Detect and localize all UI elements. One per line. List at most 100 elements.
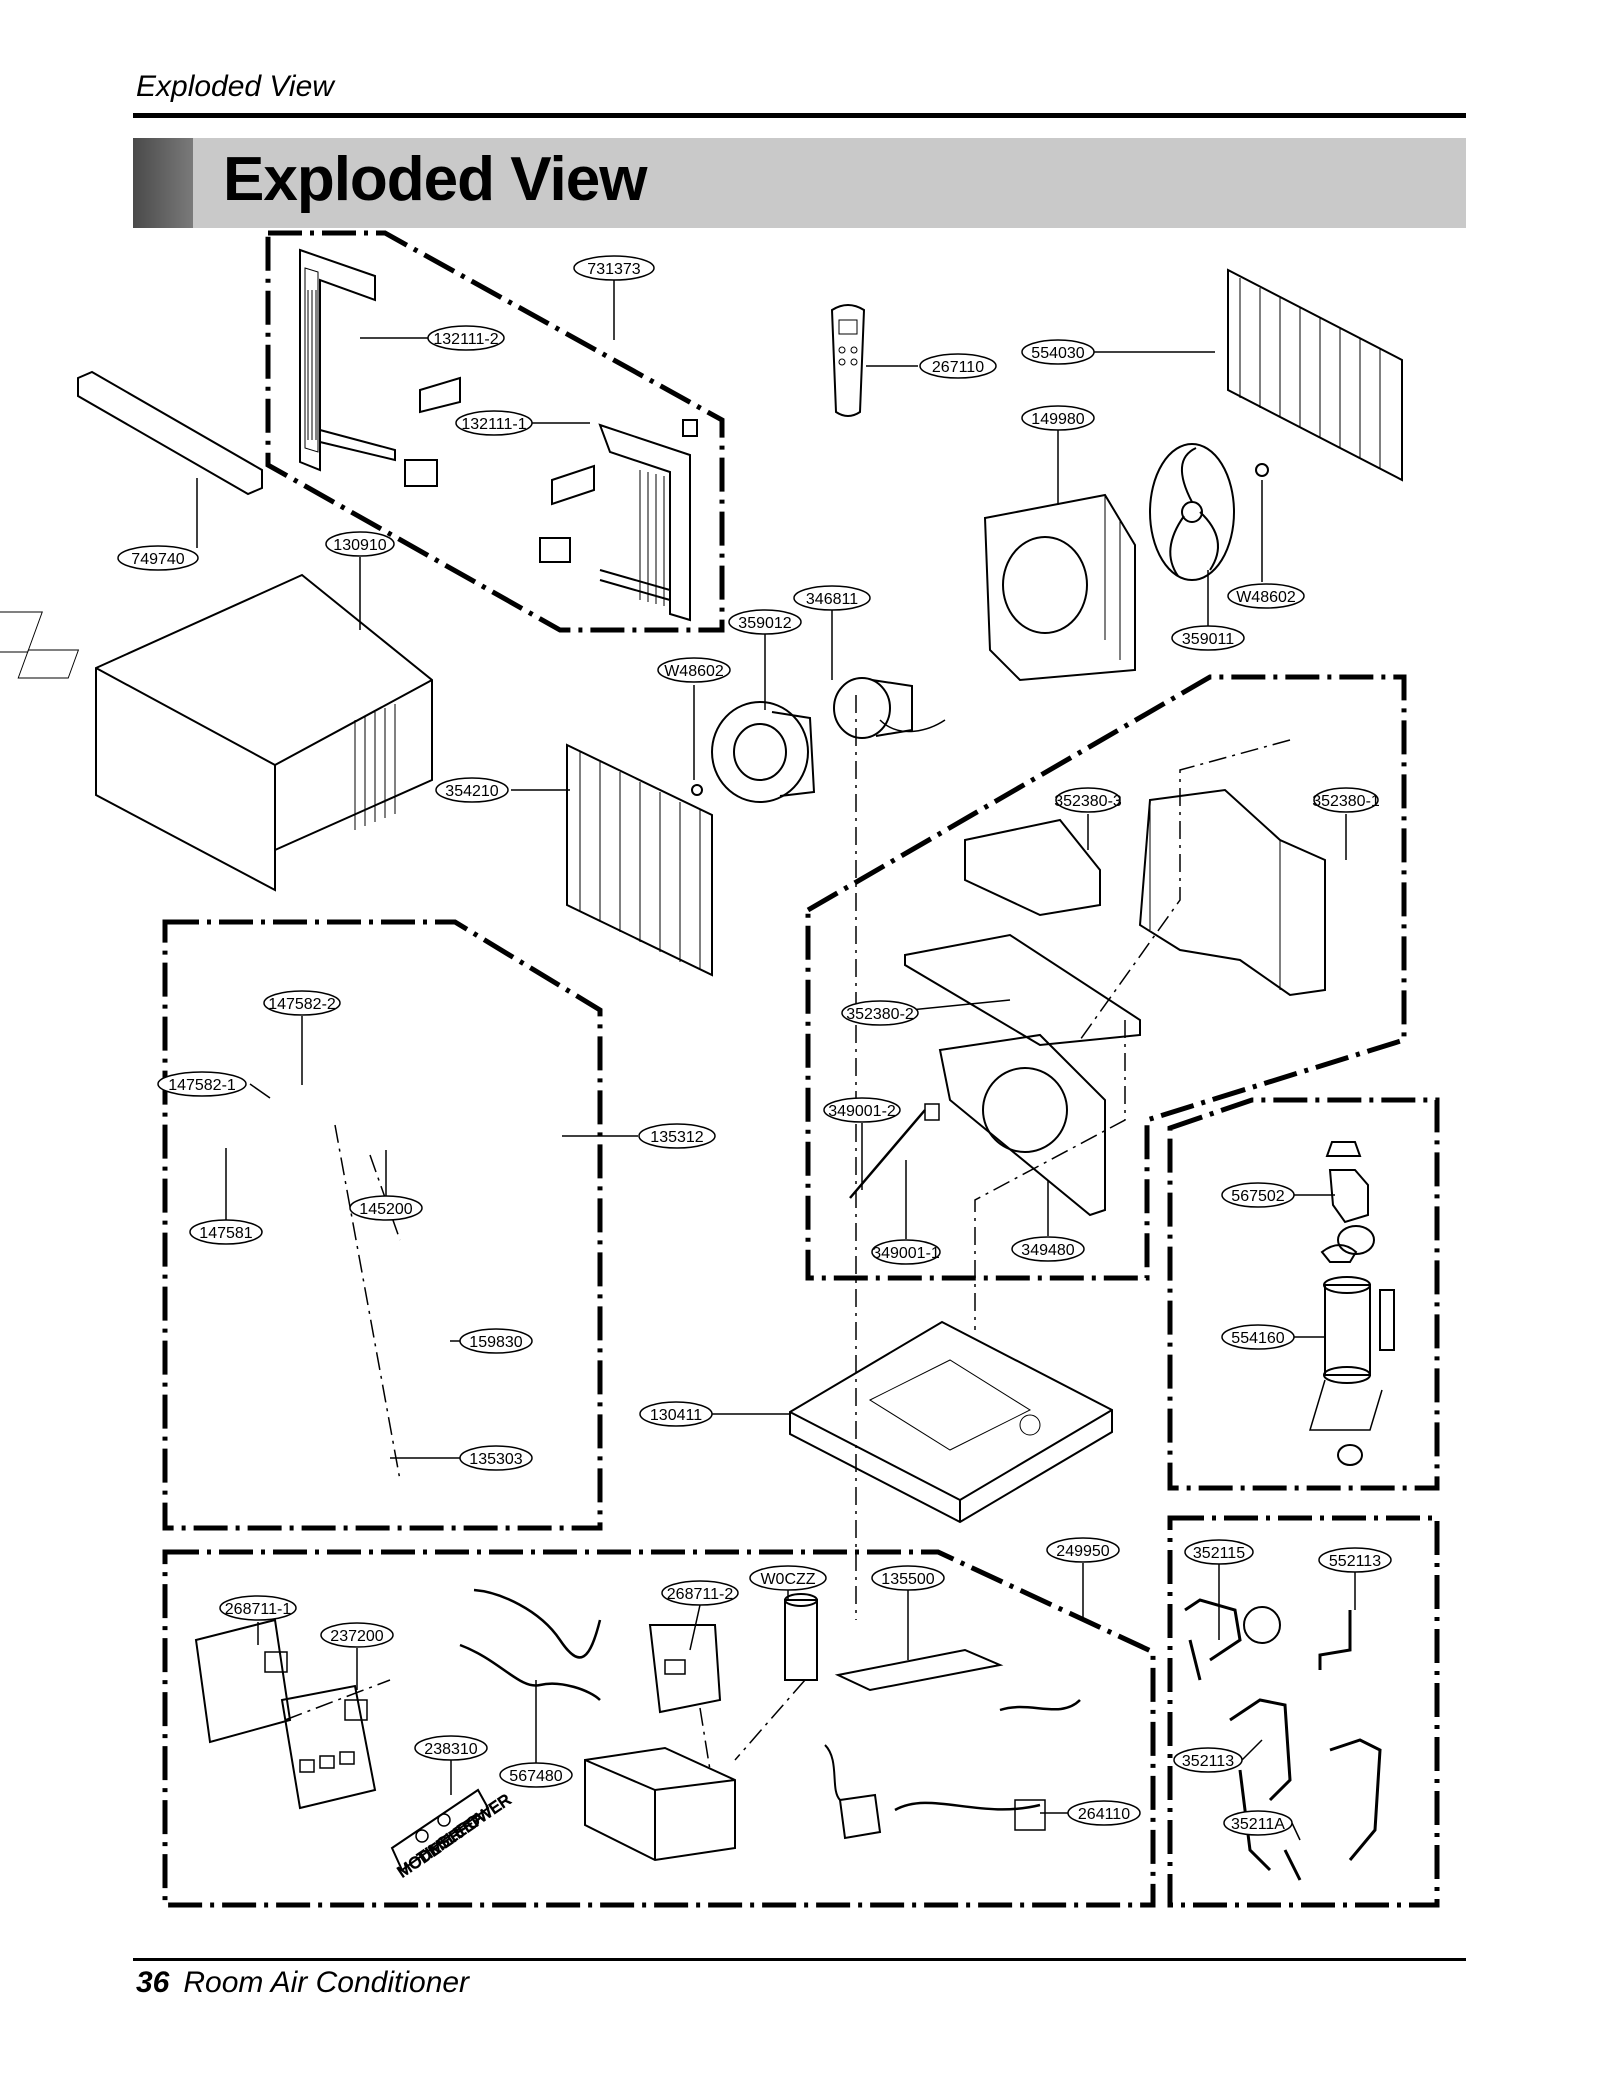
callout-oval: [638, 1123, 716, 1149]
part-number-label: 149980: [1031, 411, 1084, 428]
part-callout: 130910: [325, 531, 395, 557]
part-callout: W48602: [1227, 583, 1305, 609]
part-callout: 268711-2: [661, 1580, 739, 1606]
callout-oval: [435, 777, 509, 803]
part-number-label: 731373: [587, 261, 640, 278]
callout-oval: [459, 1445, 533, 1471]
callout-oval: [661, 1580, 739, 1606]
part-number-label: 352380-3: [1054, 793, 1122, 810]
part-callout: 149980: [1021, 405, 1095, 431]
running-header: Exploded View: [136, 70, 334, 103]
callout-oval: [573, 255, 655, 281]
part-number-label: 147582-2: [268, 996, 336, 1013]
part-number-label: 567502: [1231, 1188, 1284, 1205]
callout-oval: [1313, 787, 1379, 813]
part-callout: 352380-3: [1054, 787, 1122, 813]
part-callout: 237200: [320, 1622, 394, 1648]
callout-oval: [414, 1735, 488, 1761]
part-callout: 249950: [1046, 1537, 1120, 1563]
part-number-label: 238310: [424, 1741, 477, 1758]
part-callout: 132111-1: [455, 410, 533, 436]
callout-oval: [499, 1762, 573, 1788]
part-callout: 567502: [1221, 1182, 1295, 1208]
part-callout: 147581: [189, 1219, 263, 1245]
part-number-label: 135312: [650, 1129, 703, 1146]
part-number-label: 249950: [1056, 1543, 1109, 1560]
title-band: Exploded View: [133, 138, 1466, 228]
part-callout: 159830: [459, 1328, 533, 1354]
part-callout: W0CZZ: [749, 1565, 827, 1591]
part-number-label: 567480: [509, 1768, 562, 1785]
part-callout: 554030: [1021, 339, 1095, 365]
part-number-label: 354210: [445, 783, 498, 800]
part-number-label: 35211A: [1231, 1816, 1285, 1833]
part-number-label: 159830: [469, 1334, 522, 1351]
callout-oval: [320, 1622, 394, 1648]
part-number-label: 130411: [650, 1407, 702, 1424]
header-rule: [133, 113, 1466, 118]
part-number-label: 359011: [1182, 631, 1234, 648]
part-callout: 359012: [728, 609, 802, 635]
callout-oval: [325, 531, 395, 557]
callout-oval: [639, 1401, 713, 1427]
part-callout: 267110: [919, 353, 997, 379]
part-callout: 349480: [1011, 1236, 1085, 1262]
part-callout: 554160: [1221, 1324, 1295, 1350]
part-number-label: 267110: [932, 359, 984, 376]
part-number-label: 135500: [881, 1571, 934, 1588]
part-callout: 349001-2: [823, 1097, 901, 1123]
part-callout: 35211A: [1223, 1810, 1293, 1836]
part-number-label: 554030: [1031, 345, 1084, 362]
part-callout: 135303: [459, 1445, 533, 1471]
part-callout: 135500: [871, 1565, 945, 1591]
part-number-label: 135303: [469, 1451, 522, 1468]
part-number-label: 132111-1: [461, 416, 526, 433]
group-border-electrical: [162, 1549, 1156, 1908]
part-callout: 352380-1: [1312, 787, 1380, 813]
part-number-label: 349001-1: [872, 1245, 940, 1262]
part-number-label: 132111-2: [433, 331, 498, 348]
part-callout: W48602: [657, 657, 731, 683]
part-number-label: 749740: [131, 551, 184, 568]
part-callout: 346811: [793, 585, 871, 611]
part-callout: 145200: [349, 1195, 423, 1221]
part-callout: 552113: [1318, 1547, 1392, 1573]
callout-oval: [1021, 339, 1095, 365]
callout-oval: [1221, 1324, 1295, 1350]
part-number-label: 554160: [1231, 1330, 1284, 1347]
part-callout: 749740: [117, 545, 199, 571]
group-border-window-kit: [265, 230, 725, 633]
footer-title: Room Air Conditioner: [183, 1966, 470, 1999]
group-border-front-grille: [162, 919, 603, 1531]
callout-oval: [1227, 583, 1305, 609]
callout-oval: [427, 325, 505, 351]
callout-oval: [1171, 625, 1245, 651]
part-callout: 352115: [1184, 1539, 1254, 1565]
page-title: Exploded View: [223, 145, 647, 214]
part-callout: 147582-2: [263, 990, 341, 1016]
callout-oval: [657, 657, 731, 683]
callout-oval: [871, 1565, 945, 1591]
callout-oval: [841, 1000, 919, 1026]
part-callout: 359011: [1171, 625, 1245, 651]
part-number-label: 268711-1: [225, 1601, 292, 1618]
part-number-label: 352380-1: [1312, 793, 1380, 810]
callout-oval: [263, 990, 341, 1016]
callout-oval: [823, 1097, 901, 1123]
part-callout: 731373: [573, 255, 655, 281]
part-number-label: 349001-2: [828, 1103, 896, 1120]
callout-oval: [219, 1595, 297, 1621]
callout-oval: [1221, 1182, 1295, 1208]
callout-oval: [1055, 787, 1121, 813]
footer-rule: [133, 1958, 1466, 1961]
callout-oval: [728, 609, 802, 635]
part-number-label: 145200: [359, 1201, 412, 1218]
group-border-compressor: [1167, 1097, 1440, 1491]
callout-oval: [749, 1565, 827, 1591]
part-number-label: 552113: [1329, 1553, 1381, 1570]
part-callout: 264110: [1067, 1800, 1141, 1826]
callout-oval: [349, 1195, 423, 1221]
part-number-label: W48602: [664, 663, 724, 680]
callout-oval: [117, 545, 199, 571]
